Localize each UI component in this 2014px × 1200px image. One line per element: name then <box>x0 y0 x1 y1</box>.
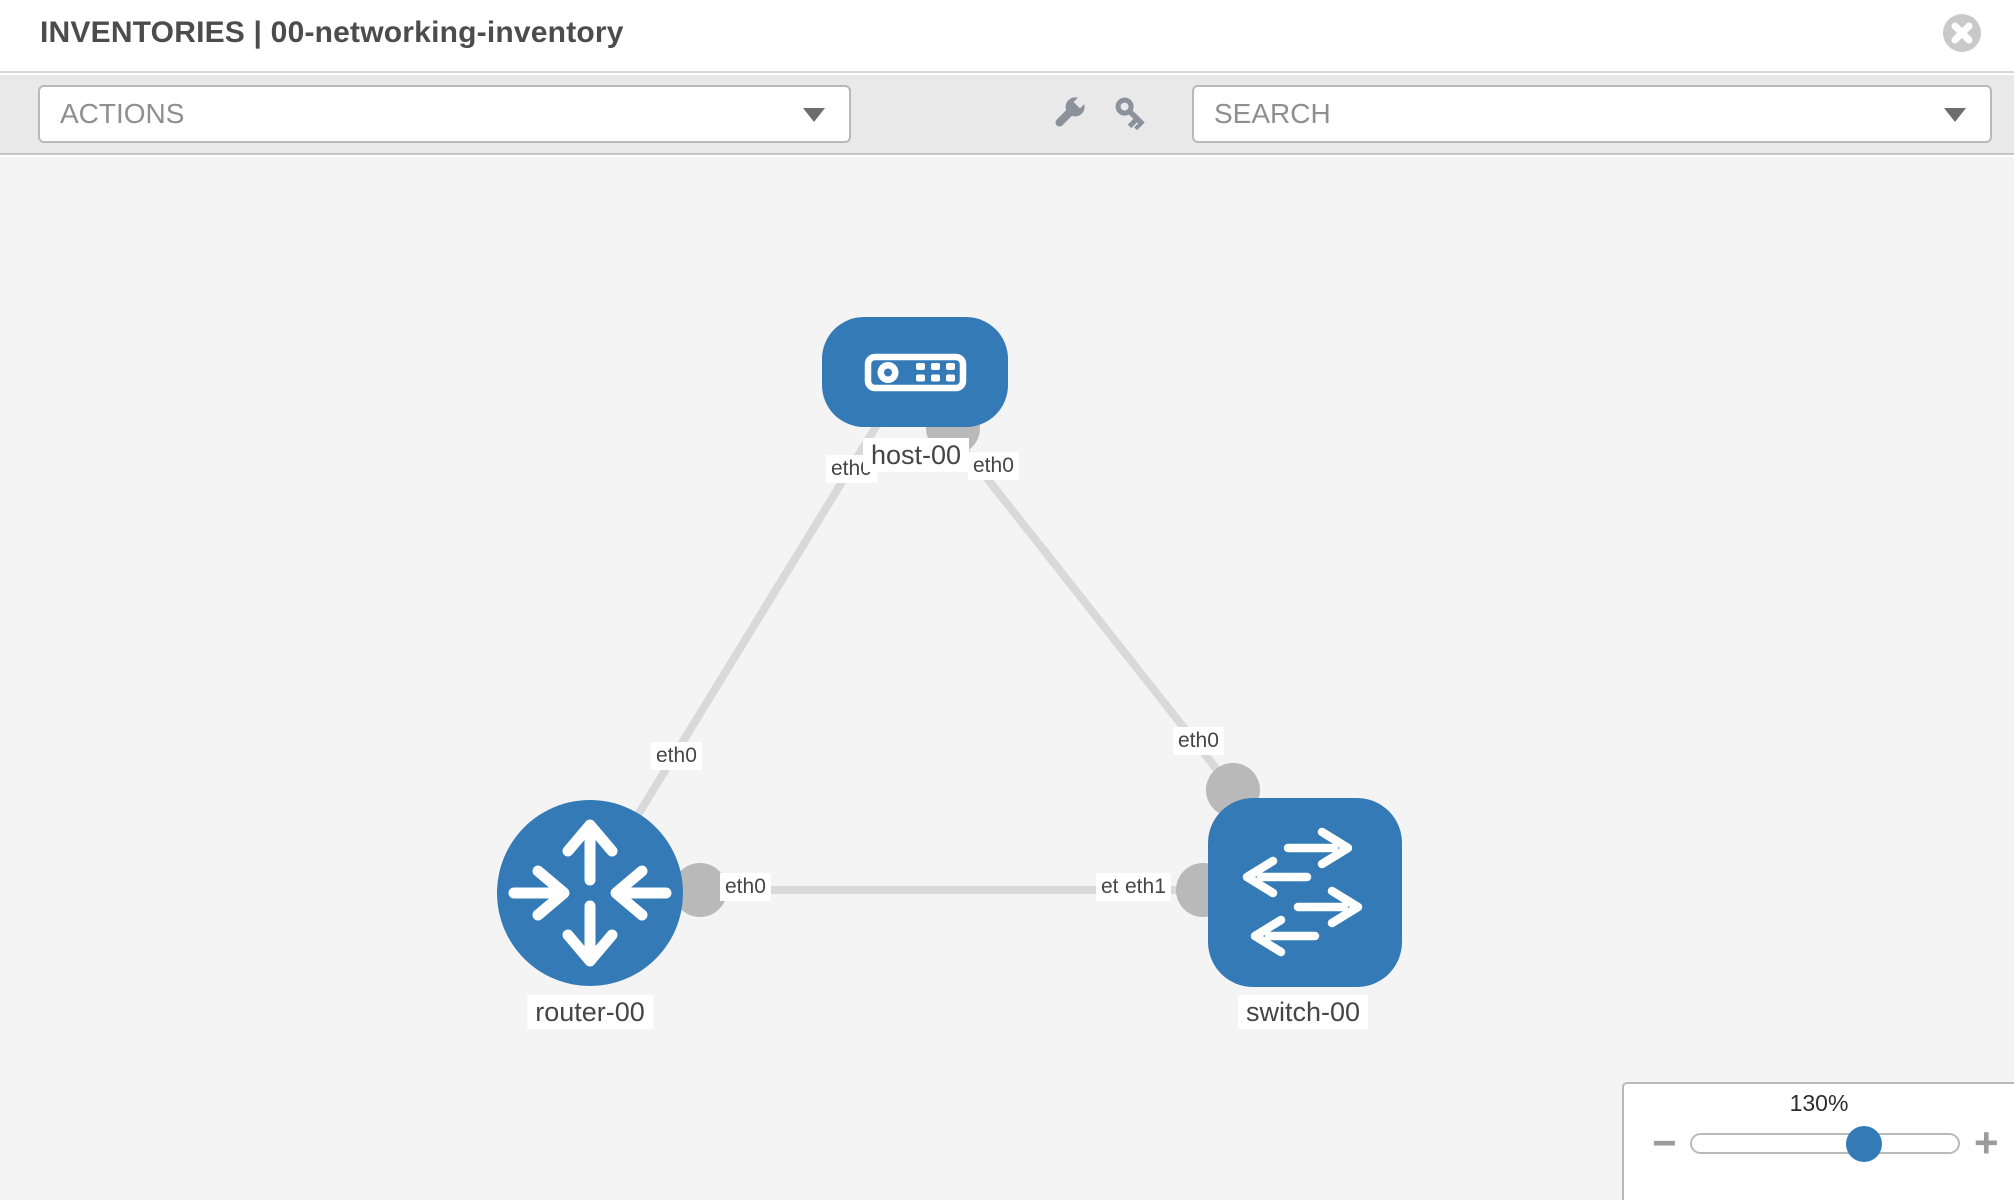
topology-graph <box>497 317 1402 987</box>
links <box>586 417 1305 896</box>
interface-label: eth0 <box>1173 727 1224 755</box>
actions-dropdown-label: ACTIONS <box>60 98 185 129</box>
zoom-out-button[interactable]: − <box>1652 1119 1677 1166</box>
key-icon <box>1115 97 1145 131</box>
switch-icon <box>1242 827 1363 957</box>
node-host-00[interactable] <box>822 317 1008 427</box>
node-switch-00[interactable] <box>1208 798 1402 987</box>
interface-label: eth1 <box>1120 873 1171 901</box>
router-icon <box>508 819 672 967</box>
connector-router-right <box>673 863 727 917</box>
page-title: INVENTORIES | 00-networking-inventory <box>40 16 624 49</box>
close-button[interactable] <box>1943 14 1981 52</box>
host-icon <box>864 353 967 392</box>
close-icon <box>1951 22 1973 44</box>
zoom-slider-track[interactable] <box>1690 1133 1960 1154</box>
node-label-host: host-00 <box>862 438 970 473</box>
node-label-switch: switch-00 <box>1237 995 1369 1030</box>
chevron-down-icon <box>1944 108 1966 122</box>
wrench-icon <box>1055 94 1088 127</box>
header: INVENTORIES | 00-networking-inventory <box>0 0 2014 73</box>
toolbar: ACTIONS SEARC <box>0 75 2014 155</box>
zoom-slider-thumb[interactable] <box>1846 1126 1882 1162</box>
zoom-in-button[interactable]: + <box>1974 1119 1999 1166</box>
search-dropdown-label: SEARCH <box>1214 98 1331 129</box>
chevron-down-icon <box>803 108 825 122</box>
search-dropdown[interactable]: SEARCH <box>1192 85 1992 143</box>
node-label-router: router-00 <box>527 995 653 1030</box>
topology-canvas[interactable]: eth0 eth0 eth0 eth0 eth0 eth0 eth1 host-… <box>0 157 2014 1200</box>
actions-dropdown[interactable]: ACTIONS <box>38 85 851 143</box>
interface-label: eth0 <box>968 452 1019 480</box>
zoom-panel: 130% − + <box>1622 1082 2014 1200</box>
credentials-button[interactable] <box>1112 94 1152 134</box>
zoom-level: 130% <box>1789 1090 1849 1116</box>
node-router-00[interactable] <box>497 800 683 986</box>
interface-label: eth0 <box>720 873 771 901</box>
interface-connectors <box>673 401 1260 917</box>
interface-label: eth0 <box>651 742 702 770</box>
configure-tools-button[interactable] <box>1048 94 1088 134</box>
